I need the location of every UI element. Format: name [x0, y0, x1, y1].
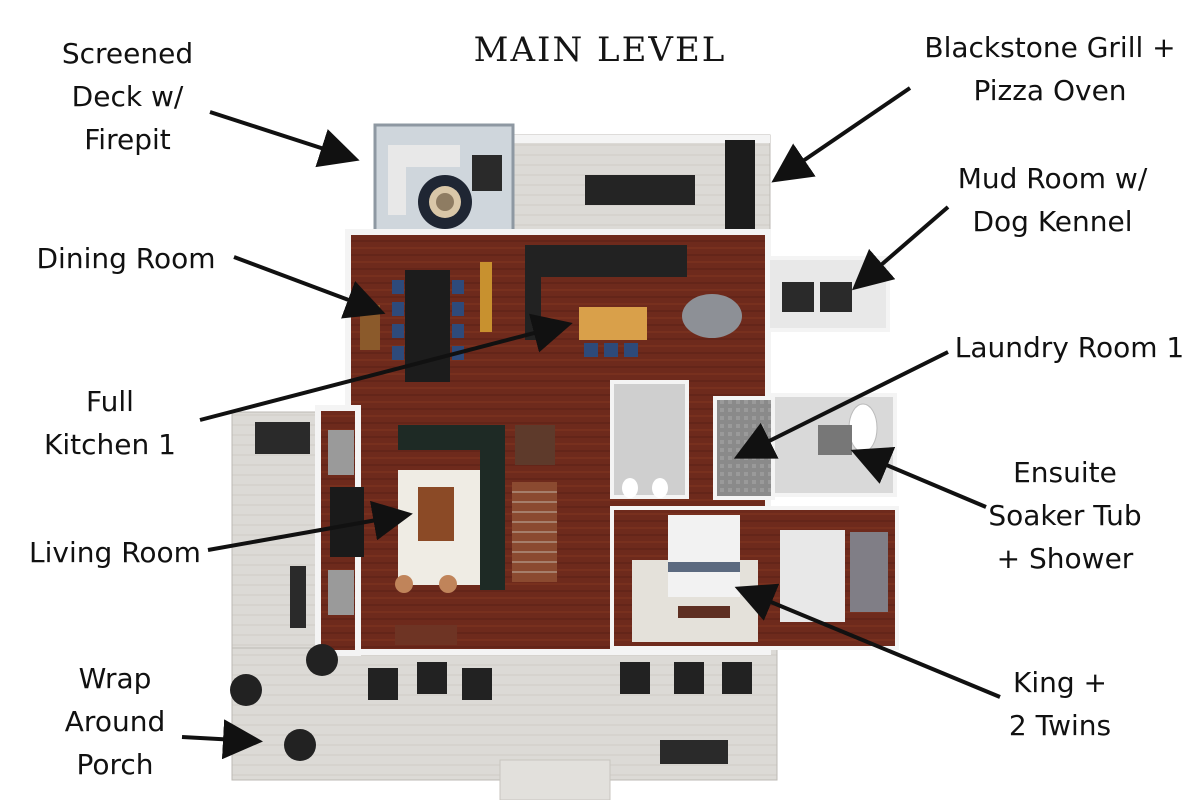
arrow-dining-room [233, 255, 386, 319]
arrow-king [734, 583, 1001, 699]
callout-dining-room: Dining Room [36, 242, 216, 275]
callout-arrows [181, 86, 1001, 760]
arrow-ensuite [850, 447, 987, 509]
arrow-grill [771, 86, 912, 183]
arrow-mud-room [851, 205, 950, 291]
arrow-living-room [207, 500, 413, 552]
staircase [512, 425, 557, 582]
mud-room [766, 256, 890, 332]
arrow-kitchen [199, 313, 573, 422]
laundry-room [713, 396, 775, 500]
dining-table [360, 262, 492, 382]
kitchen [525, 245, 742, 357]
living-room [328, 425, 505, 615]
page-title: MAIN LEVEL [473, 30, 727, 70]
outdoor-dining-table [585, 140, 755, 230]
callout-living-room: Living Room [29, 536, 201, 569]
king-bedroom [610, 506, 899, 650]
arrow-porch [181, 719, 263, 760]
callout-laundry: Laundry Room 1 [954, 331, 1185, 364]
half-baths [610, 380, 689, 499]
arrow-laundry [733, 350, 949, 459]
porch-furniture [230, 422, 752, 764]
screened-deck-room [373, 123, 515, 239]
arrow-screened-deck [209, 110, 360, 168]
callout-king: King +2 Twins [1008, 666, 1112, 742]
callout-grill: Blackstone Grill +Pizza Oven [924, 31, 1176, 107]
callout-mud-room: Mud Room w/Dog Kennel [957, 162, 1148, 238]
